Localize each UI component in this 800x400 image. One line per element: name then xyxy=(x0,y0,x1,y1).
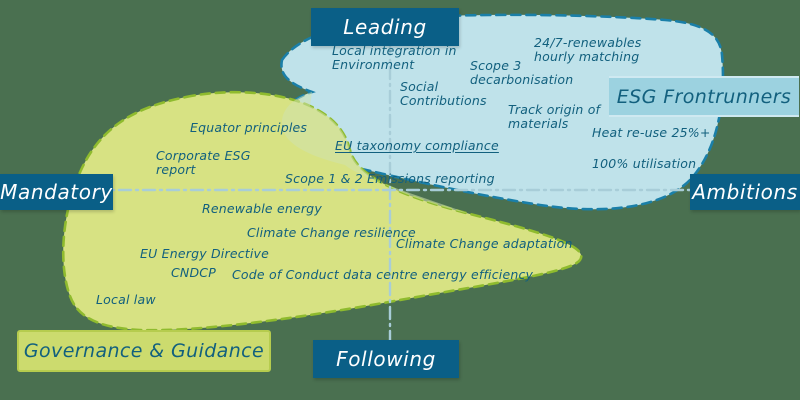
axis-label-leading-text: Leading xyxy=(343,15,427,39)
following-item-climate-change-adaptation: Climate Change adaptation xyxy=(396,236,573,251)
leading-item-utilisation: 100% utilisation xyxy=(592,156,697,171)
leading-item-247-renewables: 24/7-renewables hourly matching xyxy=(534,35,642,65)
axis-label-leading[interactable]: Leading xyxy=(311,8,459,46)
following-item-equator-principles: Equator principles xyxy=(190,120,308,135)
axis-label-ambitions[interactable]: Ambitions xyxy=(690,174,800,210)
following-item-renewable-energy: Renewable energy xyxy=(202,201,322,216)
group-tag-governance-guidance[interactable]: Governance & Guidance xyxy=(17,330,271,372)
following-item-corporate-esg-report: Corporate ESG report xyxy=(156,148,251,178)
axis-label-following-text: Following xyxy=(336,347,436,371)
axis-label-ambitions-text: Ambitions xyxy=(692,180,798,204)
following-item-scope-1-2-emissions: Scope 1 & 2 Emissions reporting xyxy=(285,171,495,186)
following-item-eu-energy-directive: EU Energy Directive xyxy=(140,246,270,261)
leading-item-eu-taxonomy-compliance-text: EU taxonomy compliance xyxy=(335,138,499,153)
group-tag-esg-frontrunners[interactable]: ESG Frontrunners xyxy=(609,76,799,117)
green-blob xyxy=(63,92,582,331)
following-item-code-of-conduct: Code of Conduct data centre energy effic… xyxy=(232,267,534,282)
blob-overlap-region xyxy=(281,92,470,214)
green-blob-dashed-outline xyxy=(62,90,583,332)
blue-blob xyxy=(281,14,723,210)
group-tag-esg-frontrunners-text: ESG Frontrunners xyxy=(616,85,792,108)
axis-label-mandatory-text: Mandatory xyxy=(0,180,113,204)
axis-label-following[interactable]: Following xyxy=(313,340,459,378)
leading-item-scope-3-decarbonisation: Scope 3 decarbonisation xyxy=(470,58,574,88)
leading-item-social-contributions: Social Contributions xyxy=(400,79,487,109)
leading-item-local-integration: Local integration in Environment xyxy=(332,43,457,73)
following-item-local-law: Local law xyxy=(96,292,156,307)
leading-item-track-origin-materials: Track origin of materials xyxy=(508,102,601,132)
group-tag-governance-guidance-text: Governance & Guidance xyxy=(23,340,265,362)
following-item-climate-change-resilience: Climate Change resilience xyxy=(247,225,416,240)
leading-item-eu-taxonomy-compliance: EU taxonomy compliance xyxy=(335,138,499,153)
axis-label-mandatory[interactable]: Mandatory xyxy=(0,174,113,210)
following-item-cndcp: CNDCP xyxy=(171,265,216,280)
leading-item-heat-re-use: Heat re-use 25%+ xyxy=(592,125,711,140)
